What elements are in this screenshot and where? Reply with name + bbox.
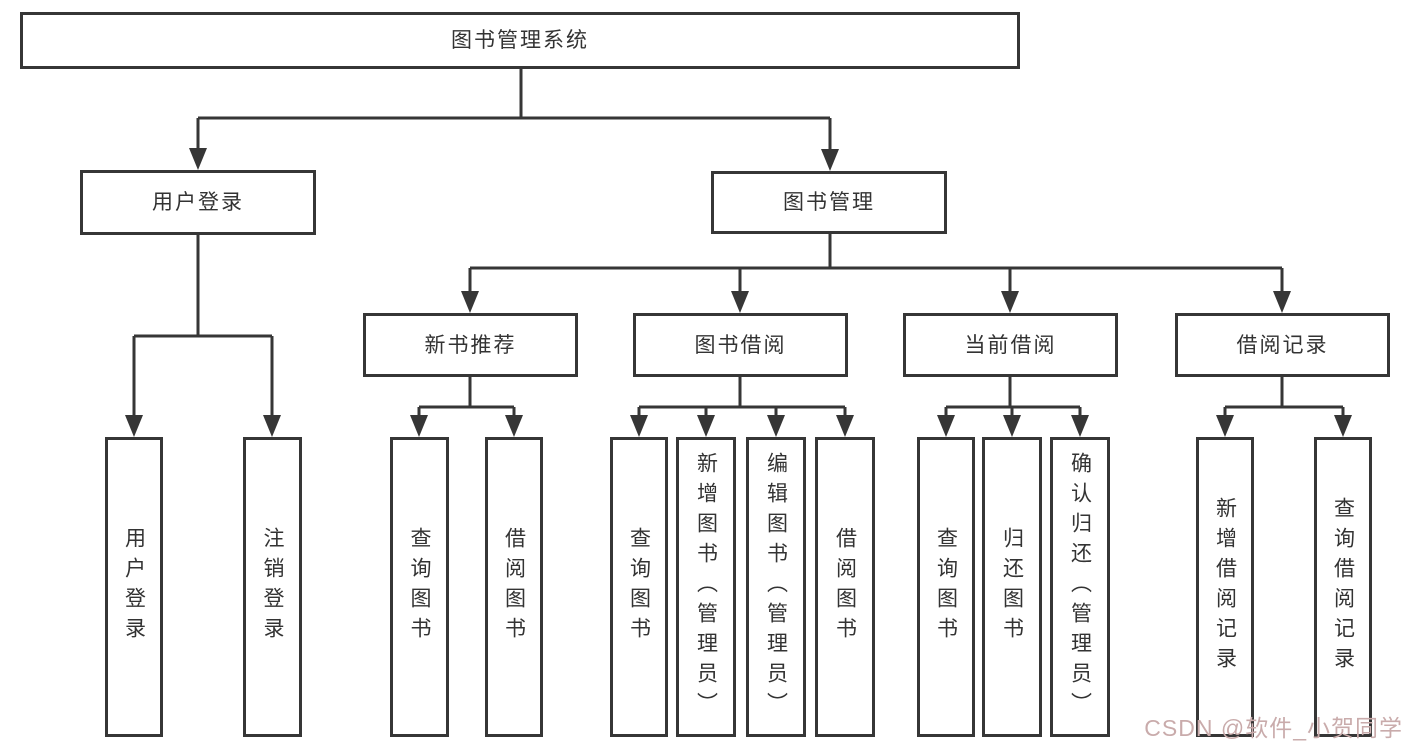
node-leaf-borrow-books-recommend: 借阅图书 [485, 437, 543, 737]
node-leaf-label: 查询图书 [627, 527, 651, 647]
node-leaf-label: 新增借阅记录 [1213, 497, 1237, 677]
node-book-borrow-label: 图书借阅 [694, 333, 787, 357]
node-current-borrow-label: 当前借阅 [964, 333, 1057, 357]
node-leaf-user-login: 用户登录 [105, 437, 163, 737]
node-leaf-return-books: 归还图书 [982, 437, 1042, 737]
node-book-borrow: 图书借阅 [633, 313, 848, 377]
node-leaf-query-books-borrow: 查询图书 [610, 437, 668, 737]
node-leaf-user-login-label: 用户登录 [122, 527, 146, 647]
node-user-login: 用户登录 [80, 170, 316, 235]
node-leaf-label: 借阅图书 [833, 527, 857, 647]
node-leaf-edit-books-admin: 编辑图书（管理员） [746, 437, 806, 737]
node-borrow-records-label: 借阅记录 [1236, 333, 1329, 357]
node-leaf-query-books-recommend: 查询图书 [390, 437, 449, 737]
node-leaf-label: 查询图书 [408, 527, 431, 647]
node-leaf-borrow-books: 借阅图书 [815, 437, 875, 737]
node-leaf-label: 归还图书 [1000, 527, 1024, 647]
node-book-management-label: 图书管理 [783, 191, 875, 214]
node-leaf-query-books-current: 查询图书 [917, 437, 975, 737]
node-leaf-confirm-return-admin: 确认归还（管理员） [1050, 437, 1110, 737]
node-leaf-add-borrow-record: 新增借阅记录 [1196, 437, 1254, 737]
node-root: 图书管理系统 [20, 12, 1020, 69]
node-borrow-records: 借阅记录 [1175, 313, 1390, 377]
node-leaf-add-books-admin: 新增图书（管理员） [676, 437, 736, 737]
node-user-login-label: 用户登录 [152, 191, 244, 214]
node-leaf-label: 新增图书（管理员） [694, 452, 718, 722]
node-book-management: 图书管理 [711, 171, 947, 234]
node-current-borrow: 当前借阅 [903, 313, 1118, 377]
node-leaf-label: 查询图书 [934, 527, 958, 647]
node-leaf-label: 借阅图书 [502, 527, 526, 647]
node-new-book-recommend: 新书推荐 [363, 313, 578, 377]
node-new-book-recommend-label: 新书推荐 [424, 333, 517, 357]
node-leaf-query-borrow-record: 查询借阅记录 [1314, 437, 1372, 737]
node-leaf-label: 编辑图书（管理员） [764, 452, 788, 722]
node-root-label: 图书管理系统 [451, 29, 589, 52]
node-leaf-logout-label: 注销登录 [261, 527, 284, 647]
node-leaf-label: 查询借阅记录 [1331, 497, 1355, 677]
node-leaf-logout: 注销登录 [243, 437, 302, 737]
node-leaf-label: 确认归还（管理员） [1068, 452, 1092, 722]
csdn-watermark: CSDN @软件_小贺同学 [1144, 715, 1403, 741]
